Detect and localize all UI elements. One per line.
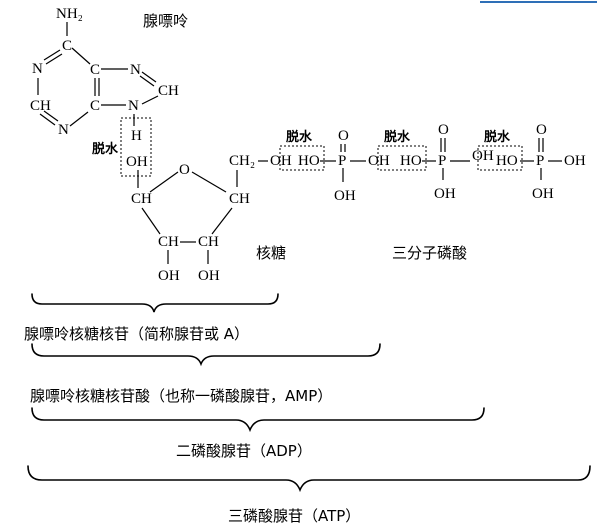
atom-oh-p2b: OH [472,148,494,164]
atom-o-p3: O [536,122,547,138]
atom-o-p1: O [338,128,349,144]
atom-oh-5prime: OH [270,153,292,169]
dehydration-label-4: 脱水 [484,129,511,145]
atom-p3: P [536,153,544,169]
dehydration-box-3 [377,145,427,171]
bond [141,207,161,235]
atom-oh-c2: OH [158,268,180,284]
atom-n3: N [58,122,69,138]
bond [45,53,63,65]
dehydration-box-2 [279,145,325,171]
bond [71,47,91,65]
atom-oh-c1: OH [126,154,148,170]
dehydration-box-4 [477,145,523,171]
atom-h: H [131,128,142,144]
atom-ch2: CH₂ [229,153,255,169]
atom-c1-ribose: CH [131,191,152,207]
atom-c6: C [62,38,72,54]
bond [191,171,227,193]
brace-atp [27,465,591,493]
bond [211,207,233,235]
atom-ho-p2: HO [400,153,422,169]
bond [139,75,155,87]
atom-o-ribose: O [179,162,190,178]
atom-p1: P [338,153,346,169]
atom-oh-p3: OH [532,186,554,202]
atom-ho-p1: HO [298,153,320,169]
atom-c3-ribose: CH [198,234,219,250]
caption-adp: 二磷酸腺苷（ADP） [176,442,312,460]
atom-n7: N [130,62,141,78]
bond [43,49,61,61]
brace-adenosine [31,293,279,313]
bond [141,95,159,105]
bond [69,111,89,127]
atom-c5: C [90,62,100,78]
adenine-label: 腺嘌呤 [143,12,188,30]
brace-adp [31,407,485,433]
atom-ho-p3: HO [496,153,518,169]
atom-p2: P [438,153,446,169]
bond [149,171,179,193]
bond [141,71,157,83]
atom-n9: N [128,98,139,114]
atom-oh-c3: OH [198,268,220,284]
atom-n1: N [32,61,43,77]
bond [43,110,59,122]
phosphates-label: 三分子磷酸 [392,244,467,262]
dehydration-label-1: 脱水 [92,141,119,157]
caption-amp: 腺嘌呤核糖核苷酸（也称一磷酸腺苷，AMP） [30,387,332,405]
atom-nh2: NH₂ [56,6,83,22]
atom-oh-p2: OH [434,186,456,202]
brace-amp [31,343,381,367]
atom-c4: C [90,98,100,114]
caption-adenosine: 腺嘌呤核糖核苷（简称腺苷或 A） [24,325,249,343]
caption-atp: 三磷酸腺苷（ATP） [228,507,360,525]
dehydration-label-2: 脱水 [286,129,313,145]
atom-o-p2: O [438,122,449,138]
atom-c8: CH [158,83,179,99]
atom-oh-terminal: OH [564,153,586,169]
atom-c2: CH [30,98,51,114]
atom-c2-ribose: CH [158,234,179,250]
ribose-label: 核糖 [256,244,286,262]
atom-oh-p1b: OH [368,153,390,169]
dehydration-label-3: 脱水 [384,129,411,145]
bond [39,113,56,126]
atom-c4-ribose: CH [229,191,250,207]
atom-oh-p1: OH [334,188,356,204]
